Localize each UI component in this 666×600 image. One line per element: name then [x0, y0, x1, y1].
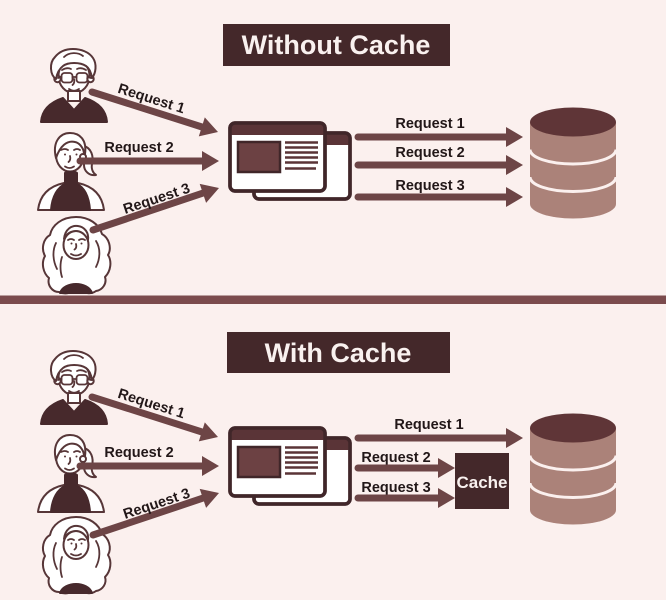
user-avatar-long-hair — [41, 516, 112, 595]
request-label: Request 3 — [361, 480, 430, 496]
server-window-icon — [228, 121, 352, 201]
section-title-box — [223, 24, 450, 66]
request-arrow — [354, 187, 523, 207]
section-title: With Cache — [265, 338, 412, 368]
section-title: Without Cache — [242, 30, 431, 60]
request-arrow — [89, 183, 219, 234]
request-arrow — [354, 127, 523, 147]
cache-label: Cache — [456, 473, 507, 492]
server-window-icon — [228, 426, 352, 506]
section-title-box — [227, 332, 450, 373]
request-arrow — [88, 393, 218, 442]
request-arrow — [354, 488, 455, 508]
request-label: Request 2 — [395, 145, 464, 161]
request-arrow — [354, 155, 523, 175]
request-arrow — [76, 151, 219, 171]
request-arrow — [89, 488, 219, 539]
cache-box: Cache — [455, 453, 509, 509]
section-divider — [0, 295, 666, 304]
request-arrow — [354, 458, 455, 478]
database-icon — [528, 412, 618, 526]
request-arrow — [76, 456, 219, 476]
request-label: Request 3 — [395, 178, 464, 194]
request-label: Request 2 — [104, 140, 173, 156]
request-label: Request 1 — [395, 116, 464, 132]
request-label: Request 2 — [361, 450, 430, 466]
request-label: Request 1 — [394, 417, 463, 433]
request-arrow — [354, 428, 523, 448]
request-arrow — [88, 88, 218, 137]
request-label: Request 2 — [104, 445, 173, 461]
database-icon — [528, 106, 618, 220]
